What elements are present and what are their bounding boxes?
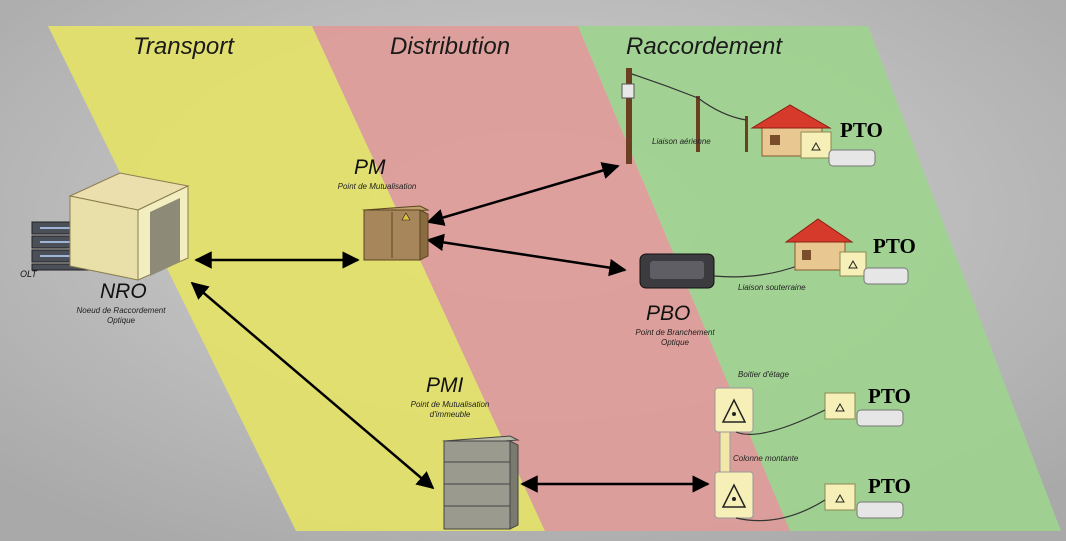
pmi-subtitle: Point de Mutualisation d'immeuble [392, 400, 508, 420]
pbo-title: PBO [646, 302, 691, 325]
pto-outlet-icon [824, 483, 856, 511]
pmi-subtitle-line1: Point de Mutualisation [410, 400, 490, 409]
nro-building-icon [68, 172, 190, 281]
olt-label: OLT [20, 269, 37, 279]
nro-subtitle: Noeud de Raccordement Optique [58, 306, 184, 326]
pbo-subtitle-line1: Point de Branchement [635, 328, 715, 337]
pm-title: PM [354, 156, 386, 179]
pbo-subtitle: Point de Branchement Optique [620, 328, 730, 348]
pole-icon [621, 68, 801, 278]
zone-distribution [312, 26, 790, 531]
nro-subtitle-line1: Noeud de Raccordement [76, 306, 166, 315]
router-icon [856, 409, 904, 427]
pm-cabinet-icon [362, 205, 430, 261]
nro-title: NRO [100, 280, 147, 303]
riser-label: Colonne montante [733, 454, 799, 463]
arrow-pm-pbo [426, 233, 627, 277]
zone-raccordement [578, 26, 1061, 531]
pto-label: PTO [873, 234, 916, 258]
arrow-nro-pmi [190, 281, 435, 490]
arrow-pm-aerial [426, 162, 620, 226]
pto-label: PTO [868, 474, 911, 498]
floor-box-icon [714, 387, 826, 522]
aerial-link-label: Liaison aérienne [652, 137, 711, 146]
pbo-box-icon [639, 253, 715, 289]
floor-box-label: Boitier d'étage [738, 370, 789, 379]
router-icon [856, 501, 904, 519]
pmi-title: PMI [426, 374, 464, 397]
zone-title-distribution: Distribution [390, 33, 511, 60]
pmi-cabinet-icon [442, 435, 520, 530]
router-icon [828, 149, 876, 167]
pmi-subtitle-line2: d'immeuble [429, 410, 471, 419]
house-icon [784, 218, 854, 271]
zone-title-raccordement: Raccordement [626, 33, 783, 60]
pto-outlet-icon [839, 251, 867, 277]
pto-label: PTO [840, 118, 883, 142]
pto-label: PTO [868, 384, 911, 408]
pto-outlet-icon [800, 131, 832, 159]
pto-outlet-icon [824, 392, 856, 420]
zone-title-transport: Transport [133, 33, 234, 60]
router-icon [863, 267, 909, 285]
pbo-subtitle-line2: Optique [660, 338, 690, 347]
pm-subtitle: Point de Mutualisation [337, 182, 417, 191]
underground-link-label: Liaison souterraine [738, 283, 806, 292]
nro-subtitle-line2: Optique [106, 316, 136, 325]
